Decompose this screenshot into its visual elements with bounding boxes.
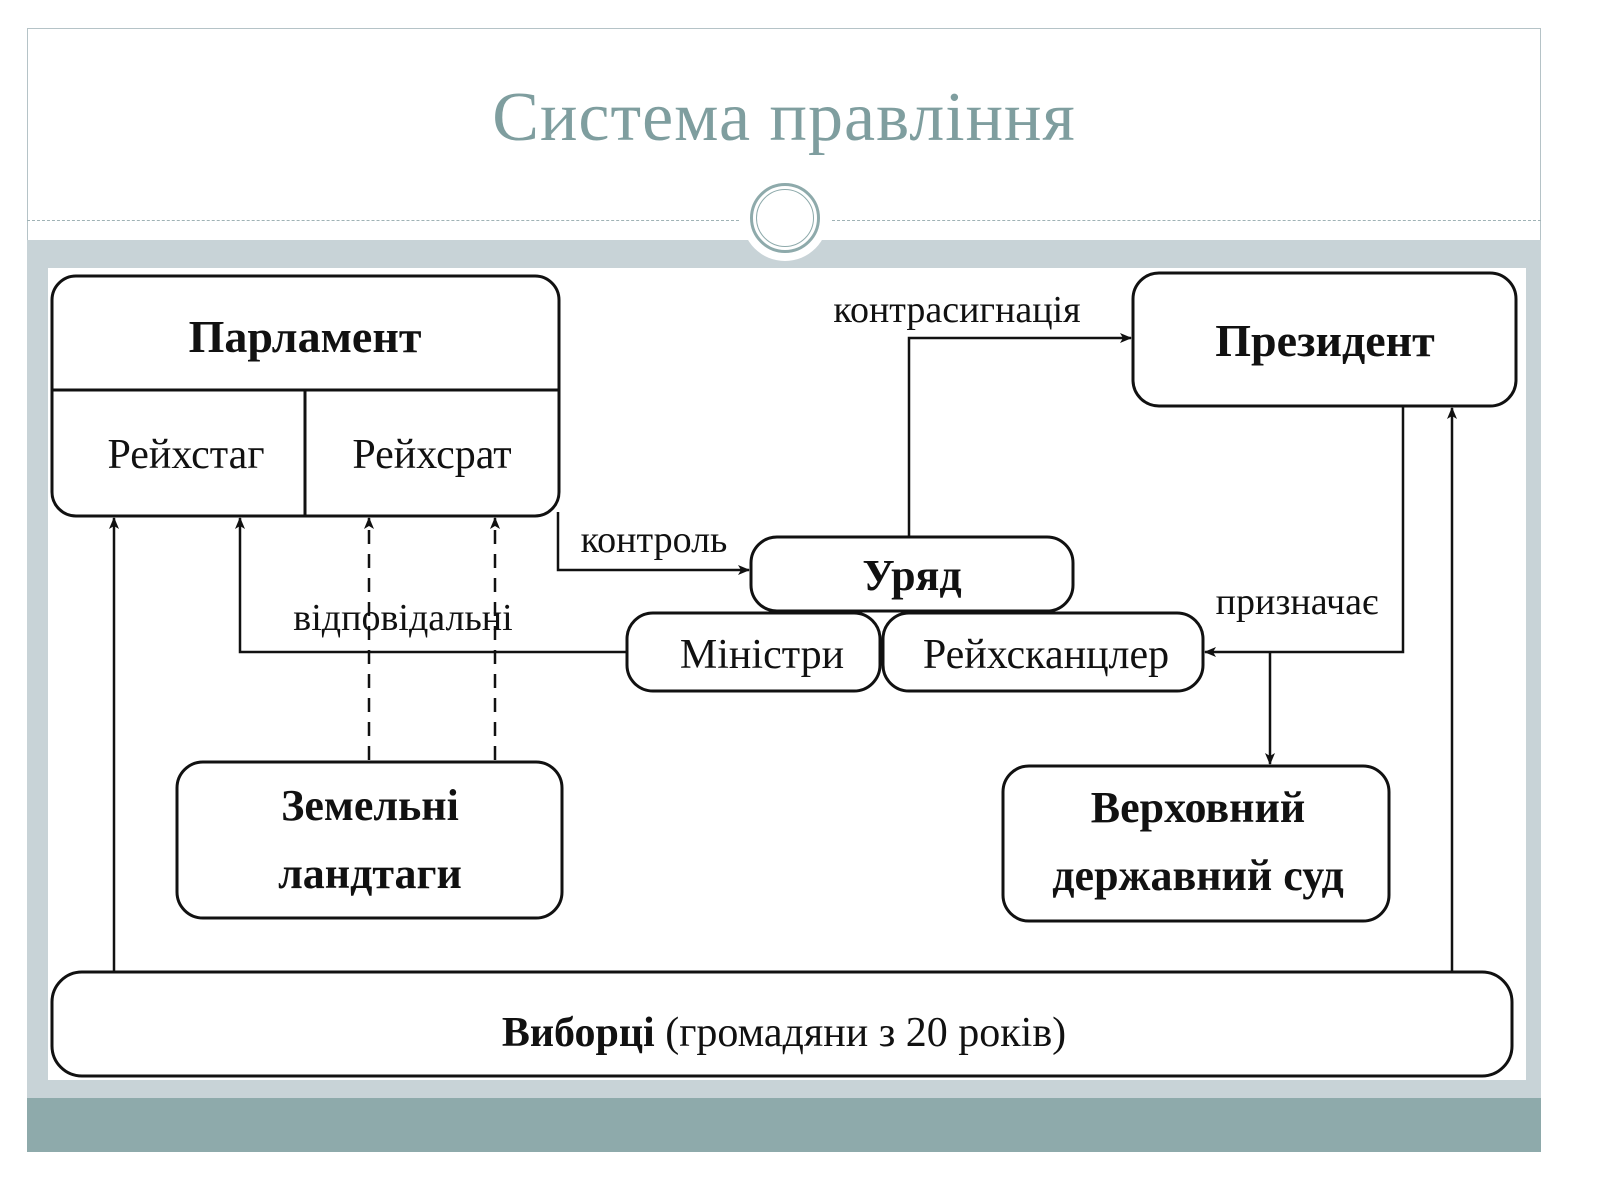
control-label: контроль (581, 519, 728, 561)
electors-box (50, 970, 1514, 1078)
control-arrow (556, 512, 750, 575)
electors-label-rest: (громадяни з 20 років) (665, 1010, 1066, 1056)
reichsrat-label: Рейхсрат (352, 432, 511, 478)
title-divider-left (27, 220, 739, 221)
president-box (1131, 271, 1518, 408)
court-box (1001, 764, 1391, 923)
landtags-line-2: ландтаги (278, 849, 462, 898)
government-label: Уряд (862, 551, 961, 600)
court-line-1: Верховний (1091, 783, 1305, 832)
president-label: Президент (1215, 315, 1435, 366)
appoints-label: призначає (1216, 581, 1379, 623)
electors-label: Виборці (громадяни з 20 років) (502, 1010, 1066, 1056)
chancellor-box (881, 611, 1205, 693)
court-line-2: державний суд (1052, 851, 1343, 900)
parliament-title: Парламент (189, 311, 422, 362)
government-system-diagram: Парламент Рейхстаг Рейхсрат Президент Ур… (50, 271, 1518, 1078)
landtags-box (175, 760, 564, 920)
diagram-area: Парламент Рейхстаг Рейхсрат Президент Ур… (48, 268, 1526, 1080)
countersign-label: контрасигнація (833, 289, 1080, 331)
footer-band (27, 1098, 1541, 1152)
electors-label-bold: Виборці (502, 1010, 655, 1056)
landtags-line-1: Земельні (281, 781, 459, 830)
ring-ornament-icon (742, 175, 828, 261)
chancellor-label: Рейхсканцлер (923, 632, 1169, 678)
responsible-arrow (235, 517, 627, 654)
government-box (749, 535, 1075, 613)
responsible-label: відповідальні (293, 597, 512, 639)
slide-title: Система правління (492, 79, 1076, 156)
reichstag-label: Рейхстаг (107, 432, 264, 478)
title-divider-right (832, 220, 1541, 221)
countersign-arrow (907, 333, 1132, 537)
ministers-label: Міністри (680, 632, 844, 678)
